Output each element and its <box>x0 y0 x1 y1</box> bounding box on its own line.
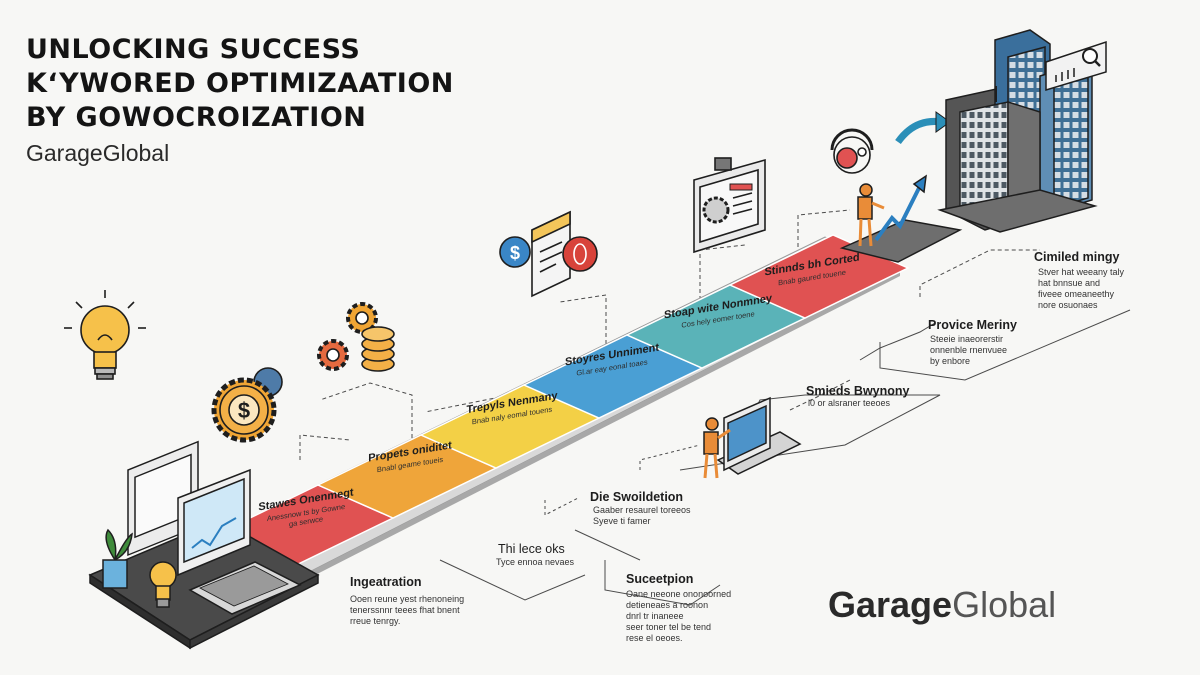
brand-logo-small: GarageGlobal <box>26 140 170 166</box>
label-desc-provice: Steeie inaeorerstir onnenble rnenvuee by… <box>930 334 1008 366</box>
search-sign-icon <box>1045 40 1107 92</box>
person-growth-chart-icon <box>839 174 963 263</box>
label-desc-cimiled: Stver hat weeany taly hat bnnsue and fiv… <box>1038 267 1125 310</box>
title-line-2: KʻYWORED OPTIMIZAATION <box>26 68 454 99</box>
brand-logo-bold: Garage <box>828 584 953 625</box>
lightbulb-icon <box>64 290 146 380</box>
brand-logo-light: Global <box>952 584 1057 625</box>
label-desc-smieds: l0 or alsraner teeoes <box>808 398 891 408</box>
label-title-provice: Provice Meriny <box>928 318 1017 332</box>
title-line-1: UNLOCKING SUCCESS <box>26 34 361 65</box>
label-desc-suceetpion: Oane neeone ononoorned detieneaes a roon… <box>626 589 732 643</box>
label-desc-die-swoildetion: Gaaber resaurel toreeos Syeve ti famer <box>593 505 691 526</box>
path-step-6 <box>728 234 910 319</box>
city-building-icon <box>937 29 1098 233</box>
monitor-gear-icon <box>693 157 766 254</box>
person-laptop-icon <box>703 396 802 479</box>
label-title-smieds: Smieds Bwynony <box>806 384 910 398</box>
label-title-cimiled: Cimiled mingy <box>1034 250 1120 264</box>
gears-coins-icon <box>317 302 395 372</box>
label-title-thi-lece: Thi lece oks <box>498 542 565 556</box>
arrow-curve-icon <box>895 111 951 145</box>
label-title-ingeatration: Ingeatration <box>350 575 422 589</box>
title-line-3: BY GOWOCROIZATION <box>26 102 367 133</box>
label-desc-ingeatration: Ooen reune yest rhenoneing tenerssnnr te… <box>350 594 465 626</box>
label-title-suceetpion: Suceetpion <box>626 572 694 586</box>
headset-icon <box>830 128 874 174</box>
document-coins-icon: $ <box>499 210 598 298</box>
dollar-gear-icon: $ <box>211 367 283 443</box>
svg-text:$: $ <box>238 398 250 423</box>
brand-logo-large: GarageGlobal <box>828 584 1056 626</box>
svg-text:$: $ <box>510 243 520 263</box>
connector-lines <box>299 209 1131 606</box>
label-title-die-swoildetion: Die Swoildetion <box>590 490 684 504</box>
label-desc-thi-lece: Tyce ennoa nevaes <box>496 557 575 567</box>
computer-desk-icon <box>88 440 320 650</box>
